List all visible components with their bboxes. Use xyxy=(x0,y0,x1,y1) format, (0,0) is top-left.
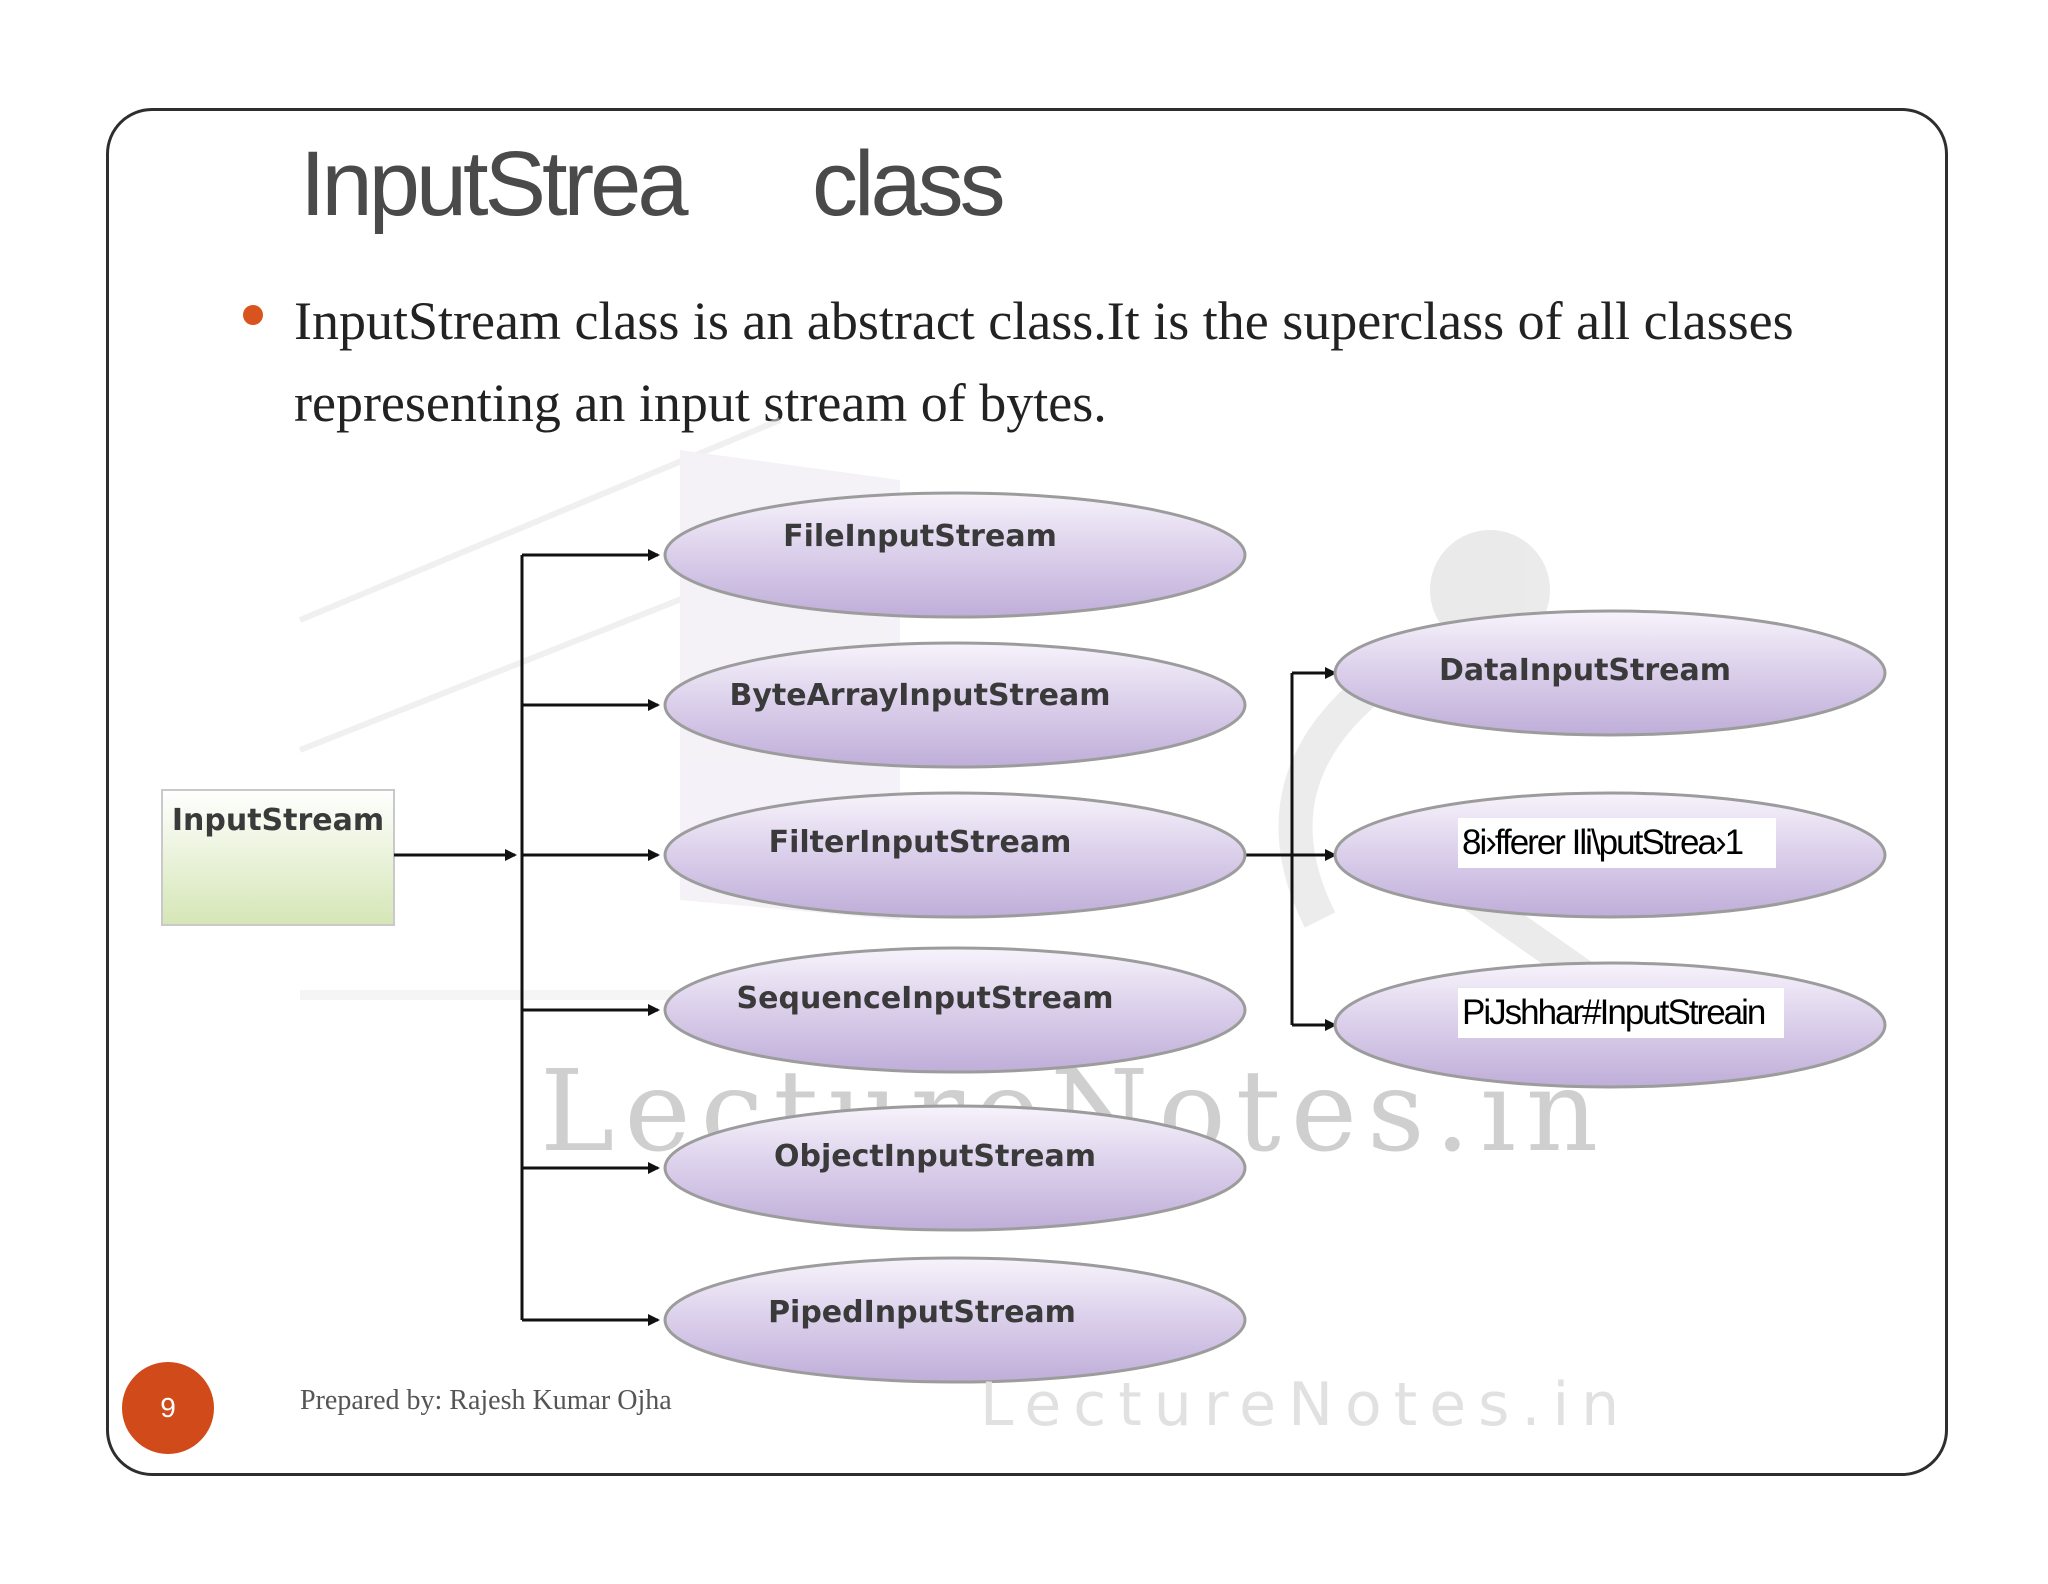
filter-child-label: DataInputStream xyxy=(1439,653,1731,688)
child-node: PipedInputStream xyxy=(663,1256,1247,1384)
child-node-label: ObjectInputStream xyxy=(774,1139,1096,1174)
slide-title-part1: InputStrea xyxy=(300,133,689,235)
child-node: FileInputStream xyxy=(663,491,1247,619)
filter-child-label: PiJshhar#InputStreain xyxy=(1462,993,1765,1032)
child-node-label: PipedInputStream xyxy=(768,1295,1076,1330)
child-node-label: FilterInputStream xyxy=(769,825,1072,860)
child-node: SequenceInputStream xyxy=(663,946,1247,1074)
bullet-icon xyxy=(243,305,263,325)
child-node-label: SequenceInputStream xyxy=(737,981,1114,1016)
slide-title-part2: class xyxy=(812,133,1006,235)
child-node-label: ByteArrayInputStream xyxy=(729,678,1110,713)
filter-child-node: PiJshhar#InputStreain xyxy=(1333,961,1887,1089)
root-node-box xyxy=(161,789,395,926)
filter-child-node: 8i›fferer Ili\putStrea›1 xyxy=(1333,791,1887,919)
filter-connectors xyxy=(1245,667,1337,1031)
page-number-badge: 9 xyxy=(122,1362,214,1454)
child-node: ObjectInputStream xyxy=(663,1104,1247,1232)
footer-credit: Prepared by: Rajesh Kumar Ojha xyxy=(300,1385,672,1416)
footer-watermark: LectureNotes.in xyxy=(980,1370,1632,1440)
filter-child-node: DataInputStream xyxy=(1333,609,1887,737)
child-node: FilterInputStream xyxy=(663,791,1247,919)
filter-child-label: 8i›fferer Ili\putStrea›1 xyxy=(1462,823,1743,862)
root-connectors xyxy=(394,549,660,1326)
root-node-label: InputStream xyxy=(172,803,384,838)
child-node: ByteArrayInputStream xyxy=(663,641,1247,769)
bullet-text: InputStream class is an abstract class.I… xyxy=(294,291,1794,433)
child-node-label: FileInputStream xyxy=(783,519,1057,554)
